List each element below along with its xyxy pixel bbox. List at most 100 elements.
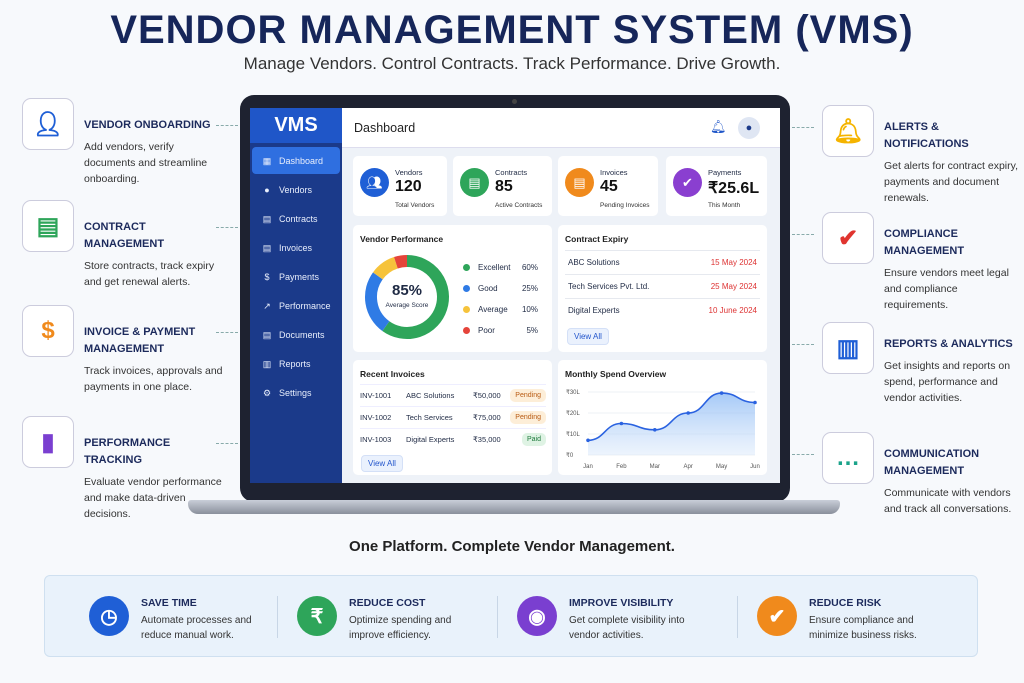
contract-row[interactable]: Digital Experts 10 June 2024 — [565, 298, 760, 322]
x-tick-label: Apr — [684, 464, 693, 470]
sidebar-item-label: Vendors — [279, 184, 313, 195]
sidebar-item-reports[interactable]: ▥Reports — [252, 350, 340, 377]
feature-desc: Add vendors, verify documents and stream… — [84, 141, 208, 185]
y-tick-label: ₹20L — [566, 410, 580, 417]
x-tick-label: Jun — [750, 464, 760, 470]
sidebar-item-vendors[interactable]: ●Vendors — [252, 176, 340, 203]
x-tick-label: Feb — [616, 464, 627, 470]
donut-segment-good — [365, 272, 390, 331]
view-all-invoices-button[interactable]: View All — [361, 455, 403, 472]
spend-line — [587, 392, 756, 442]
sidebar-item-label: Contracts — [279, 213, 318, 224]
card-title: Recent Invoices — [360, 369, 425, 379]
stat-sub: Total Vendors — [395, 202, 435, 209]
file-icon: ▤ — [262, 213, 272, 224]
stat-value: 120 — [395, 178, 422, 195]
sidebar-item-label: Documents — [279, 329, 325, 340]
tagline: One Platform. Complete Vendor Management… — [349, 538, 675, 555]
invoice-vendor: ABC Solutions — [406, 391, 455, 400]
sidebar-item-contracts[interactable]: ▤ Contracts — [252, 205, 340, 232]
legend-value: 5% — [526, 326, 538, 335]
connector-line — [792, 234, 814, 235]
benefit-title: REDUCE COST — [349, 597, 426, 609]
vendor-performance-card: Vendor Performance 85% Average Score Exc… — [353, 225, 552, 352]
avatar[interactable]: ● — [738, 117, 760, 139]
legend-swatch — [463, 327, 470, 334]
sidebar-item-invoices[interactable]: ▤Invoices — [252, 234, 340, 261]
benefit-title: REDUCE RISK — [809, 597, 882, 609]
donut-chart — [365, 255, 449, 339]
donut-segment-poor — [394, 255, 408, 269]
y-tick-label: ₹10L — [566, 431, 580, 438]
view-all-contracts-button[interactable]: View All — [567, 328, 609, 345]
feature-title: REPORTS & ANALYTICS — [884, 338, 1013, 350]
legend-label: Poor — [478, 326, 495, 335]
contract-date: 10 June 2024 — [708, 306, 758, 315]
connector-line — [792, 454, 814, 455]
feature-title: PERFORMANCE TRACKING — [84, 437, 171, 466]
connector-line — [792, 344, 814, 345]
data-point — [619, 421, 624, 426]
legend-swatch — [463, 285, 470, 292]
laptop-base — [188, 500, 840, 514]
chart-title: Monthly Spend Overview — [565, 369, 667, 379]
feature-title: ALERTS & NOTIFICATIONS — [884, 121, 969, 150]
stat-sub: This Month — [708, 202, 741, 209]
connector-line — [216, 227, 238, 228]
divider — [277, 596, 278, 638]
contract-date: 25 May 2024 — [710, 282, 757, 291]
invoice-icon: ▤ — [262, 242, 272, 253]
donut-segment-average — [373, 257, 399, 280]
legend-value: 10% — [521, 305, 538, 314]
data-point — [719, 391, 724, 395]
contract-vendor: Digital Experts — [568, 306, 620, 315]
folder-icon: ▤ — [262, 329, 272, 340]
data-point — [753, 400, 757, 405]
sidebar-item-payments[interactable]: $Payments — [252, 263, 340, 290]
sidebar-item-label: Payments — [279, 271, 320, 282]
status-badge: Pending — [510, 411, 546, 424]
sidebar-item-dashboard[interactable]: ▦Dashboard — [252, 147, 340, 174]
invoice-amount: ₹35,000 — [473, 435, 501, 444]
bar-chart-trend-icon: ▮ — [22, 416, 74, 468]
feature-title: COMPLIANCE MANAGEMENT — [884, 228, 965, 257]
y-tick-label: ₹30L — [566, 389, 580, 396]
sidebar-item-label: Performance — [279, 300, 331, 311]
feature-desc: Track invoices, approvals and payments i… — [84, 365, 223, 393]
feature-title: COMMUNICATION MANAGEMENT — [884, 448, 980, 477]
invoice-payment-icon: $ — [22, 305, 74, 357]
x-tick-label: Mar — [650, 464, 660, 470]
stat-label: Payments — [708, 168, 742, 177]
average-score-label: Average Score — [385, 302, 429, 309]
benefit-title: SAVE TIME — [141, 597, 197, 609]
feature-title: CONTRACT MANAGEMENT — [84, 221, 165, 250]
sidebar-item-settings[interactable]: ⚙Settings — [252, 379, 340, 406]
legend-value: 25% — [521, 284, 538, 293]
report-icon: ▥ — [822, 322, 874, 374]
contract-row[interactable]: Tech Services Pvt. Ltd.25 May 2024 — [565, 274, 760, 298]
page-title: VENDOR MANAGEMENT SYSTEM (VMS) — [110, 8, 914, 52]
stat-sub: Active Contracts — [495, 202, 543, 209]
invoice-id: INV-1003 — [360, 435, 392, 444]
sidebar-item-performance[interactable]: ↗Performance — [252, 292, 340, 319]
legend-label: Average — [478, 305, 508, 314]
gear-icon: ⚙ — [262, 387, 272, 398]
bell-icon[interactable]: 🔔︎ — [710, 119, 727, 134]
stat-label: Vendors — [395, 168, 423, 177]
sidebar-item-documents[interactable]: ▤ Documents — [252, 321, 340, 348]
stat-icon: ▤ — [460, 168, 489, 197]
